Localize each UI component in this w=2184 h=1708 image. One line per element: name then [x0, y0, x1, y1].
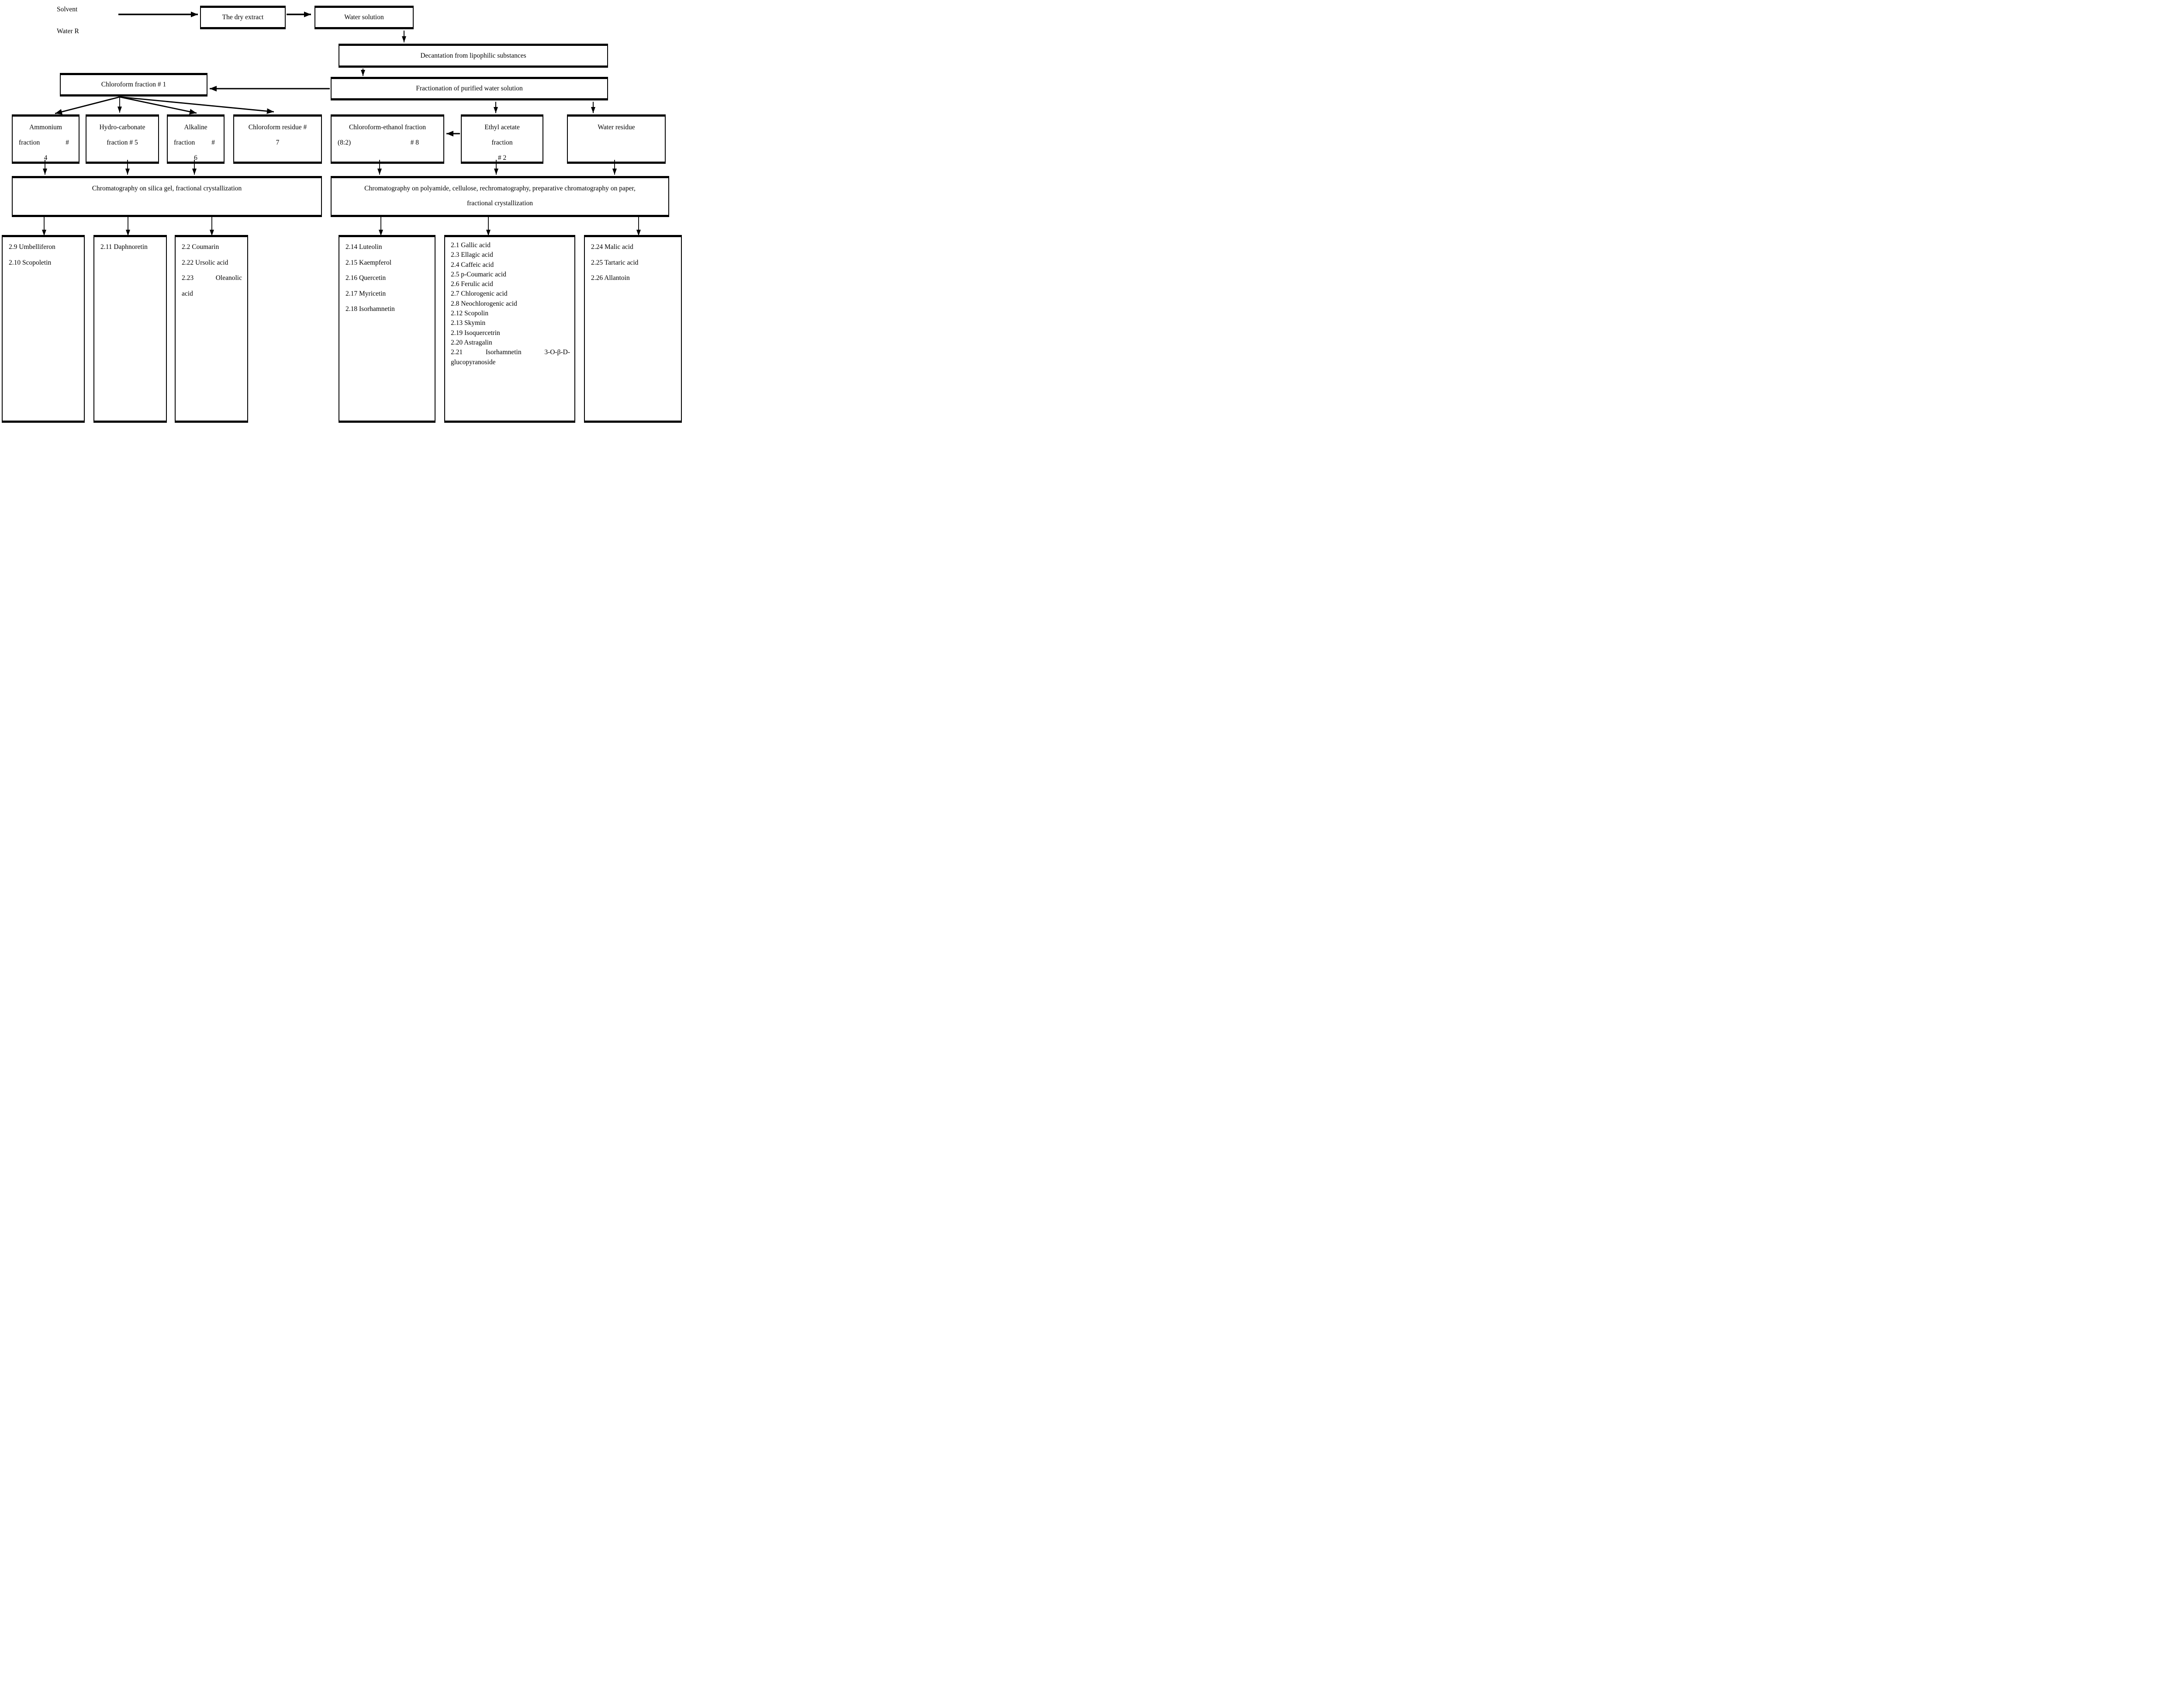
result-item: 2.6 Ferulic acid: [451, 280, 493, 288]
result-item: 2.7 Chlorogenic acid: [451, 290, 508, 298]
ethyl-acetate-line1: Ethyl acetate: [484, 124, 520, 131]
node-chloroform-ethanol-8: Chloroform-ethanol fraction (8:2) # 8: [331, 114, 444, 164]
result-item: 2.2 Coumarin: [182, 243, 219, 251]
alkaline-line1: Alkaline: [184, 124, 207, 131]
node-fractionation-label: Fractionation of purified water solution: [416, 85, 523, 92]
label-solvent: Solvent: [57, 6, 78, 13]
arrow-chloroform1-to-ammonium: [55, 96, 120, 115]
result-item: 2.24 Malic acid: [591, 243, 633, 251]
result-item: 2.25 Tartaric acid: [591, 259, 639, 266]
result-box-flavonoids: 2.14 Luteolin 2.15 Kaempferol 2.16 Querc…: [339, 235, 435, 423]
hydro-line1: Hydro-carbonate: [99, 124, 145, 131]
result-item-justified: 2.23 Oleanolic: [182, 274, 242, 283]
node-chloroform-residue-7: Chloroform residue # 7: [233, 114, 322, 164]
node-water-solution-label: Water solution: [344, 14, 384, 21]
chromatography-silica-label: Chromatography on silica gel, fractional…: [92, 185, 242, 192]
node-water-solution: Water solution: [314, 6, 414, 29]
chromatography-polyamide-line2: fractional crystallization: [467, 200, 533, 207]
chloroform-residue-line2: 7: [276, 139, 280, 146]
result-item-suffix: 3-O-β-D-: [544, 349, 570, 356]
result-item: 2.19 Isoquercetrin: [451, 329, 500, 337]
result-item-name: Isorhamnetin: [485, 349, 522, 356]
result-item: 2.22 Ursolic acid: [182, 259, 228, 266]
ethyl-acetate-line2: fraction: [491, 139, 513, 146]
result-item: 2.10 Scopoletin: [9, 259, 52, 266]
result-item: 2.18 Isorhamnetin: [346, 305, 395, 313]
result-box-daphnoretin: 2.11 Daphnoretin: [93, 235, 167, 423]
result-item: 2.20 Astragalin: [451, 338, 492, 346]
alkaline-line3: 6: [194, 154, 197, 162]
result-item: 2.5 p-Coumaric acid: [451, 270, 506, 278]
result-item: 2.15 Kaempferol: [346, 259, 392, 266]
ethyl-acetate-line3: # 2: [498, 154, 507, 162]
result-item: 2.11 Daphnoretin: [100, 243, 148, 251]
ammonium-line3: 4: [44, 154, 48, 162]
result-item: 2.4 Caffeic acid: [451, 261, 494, 269]
chloroform-ethanol-number: # 8: [410, 139, 419, 146]
chloroform-ethanol-line2: (8:2) # 8: [338, 138, 437, 147]
result-item: 2.26 Allantoin: [591, 274, 630, 282]
node-dry-extract-label: The dry extract: [222, 14, 264, 21]
node-ethyl-acetate-2: Ethyl acetate fraction # 2: [461, 114, 543, 164]
result-item: 2.3 Ellagic acid: [451, 251, 493, 259]
node-hydrocarbonate-fraction-5: Hydro-carbonate fraction # 5: [86, 114, 159, 164]
alkaline-line2: fraction #: [174, 138, 218, 147]
label-water-r: Water R: [57, 28, 79, 35]
node-dry-extract: The dry extract: [200, 6, 286, 29]
result-item-continuation: acid: [182, 290, 193, 297]
node-chloroform-fraction-1: Chloroform fraction # 1: [60, 73, 207, 97]
result-item: 2.9 Umbelliferon: [9, 243, 55, 251]
alkaline-line2-hash: #: [211, 139, 215, 146]
result-item: 2.1 Gallic acid: [451, 242, 491, 249]
node-ammonium-fraction-4: Ammonium fraction # 4: [12, 114, 79, 164]
result-box-organic-acids: 2.24 Malic acid 2.25 Tartaric acid 2.26 …: [584, 235, 682, 423]
arrow-chloroform1-to-alkaline: [119, 96, 197, 115]
result-item: 2.16 Quercetin: [346, 274, 386, 282]
node-chloroform-fraction-1-label: Chloroform fraction # 1: [101, 81, 166, 88]
flowchart-canvas: Solvent Water R The dry extract Water so…: [0, 0, 685, 426]
result-item-name: Oleanolic: [215, 274, 242, 282]
node-decantation-label: Decantation from lipophilic substances: [420, 52, 526, 59]
result-item: 2.17 Myricetin: [346, 290, 386, 297]
result-item-justified: 2.21 Isorhamnetin 3-O-β-D-: [451, 348, 570, 357]
node-decantation: Decantation from lipophilic substances: [339, 44, 608, 68]
result-item-continuation: glucopyranoside: [451, 358, 496, 366]
ammonium-line2: fraction #: [19, 138, 73, 147]
result-item-number: 2.21: [451, 349, 463, 356]
alkaline-line2-word: fraction: [174, 139, 195, 146]
node-alkaline-fraction-6: Alkaline fraction # 6: [167, 114, 225, 164]
result-box-coumarins-1: 2.9 Umbelliferon 2.10 Scopoletin: [2, 235, 85, 423]
ammonium-line1: Ammonium: [29, 124, 62, 131]
chloroform-residue-line1: Chloroform residue #: [248, 124, 307, 131]
chloroform-ethanol-line1: Chloroform-ethanol fraction: [349, 124, 426, 131]
result-item: 2.12 Scopolin: [451, 310, 489, 317]
result-item-number: 2.23: [182, 274, 194, 282]
node-fractionation: Fractionation of purified water solution: [331, 77, 608, 100]
hydro-line2: fraction # 5: [107, 139, 138, 146]
ammonium-line2-hash: #: [66, 139, 69, 146]
node-water-residue: Water residue: [567, 114, 666, 164]
result-item: 2.8 Neochlorogenic acid: [451, 300, 517, 307]
result-item: 2.13 Skymin: [451, 319, 486, 327]
water-residue-label: Water residue: [598, 124, 635, 131]
result-item: 2.14 Luteolin: [346, 243, 382, 251]
node-chromatography-silica: Chromatography on silica gel, fractional…: [12, 176, 322, 217]
chloroform-ethanol-ratio: (8:2): [338, 139, 351, 146]
arrow-chloroform1-to-chloroform-residue: [119, 96, 274, 114]
chromatography-polyamide-line1: Chromatography on polyamide, cellulose, …: [364, 185, 636, 192]
result-box-coumarin-triterpenes: 2.2 Coumarin 2.22 Ursolic acid 2.23 Olea…: [175, 235, 248, 423]
ammonium-line2-word: fraction: [19, 139, 40, 146]
node-chromatography-polyamide: Chromatography on polyamide, cellulose, …: [331, 176, 669, 217]
result-box-phenolic-acids: 2.1 Gallic acid 2.3 Ellagic acid 2.4 Caf…: [444, 235, 575, 423]
